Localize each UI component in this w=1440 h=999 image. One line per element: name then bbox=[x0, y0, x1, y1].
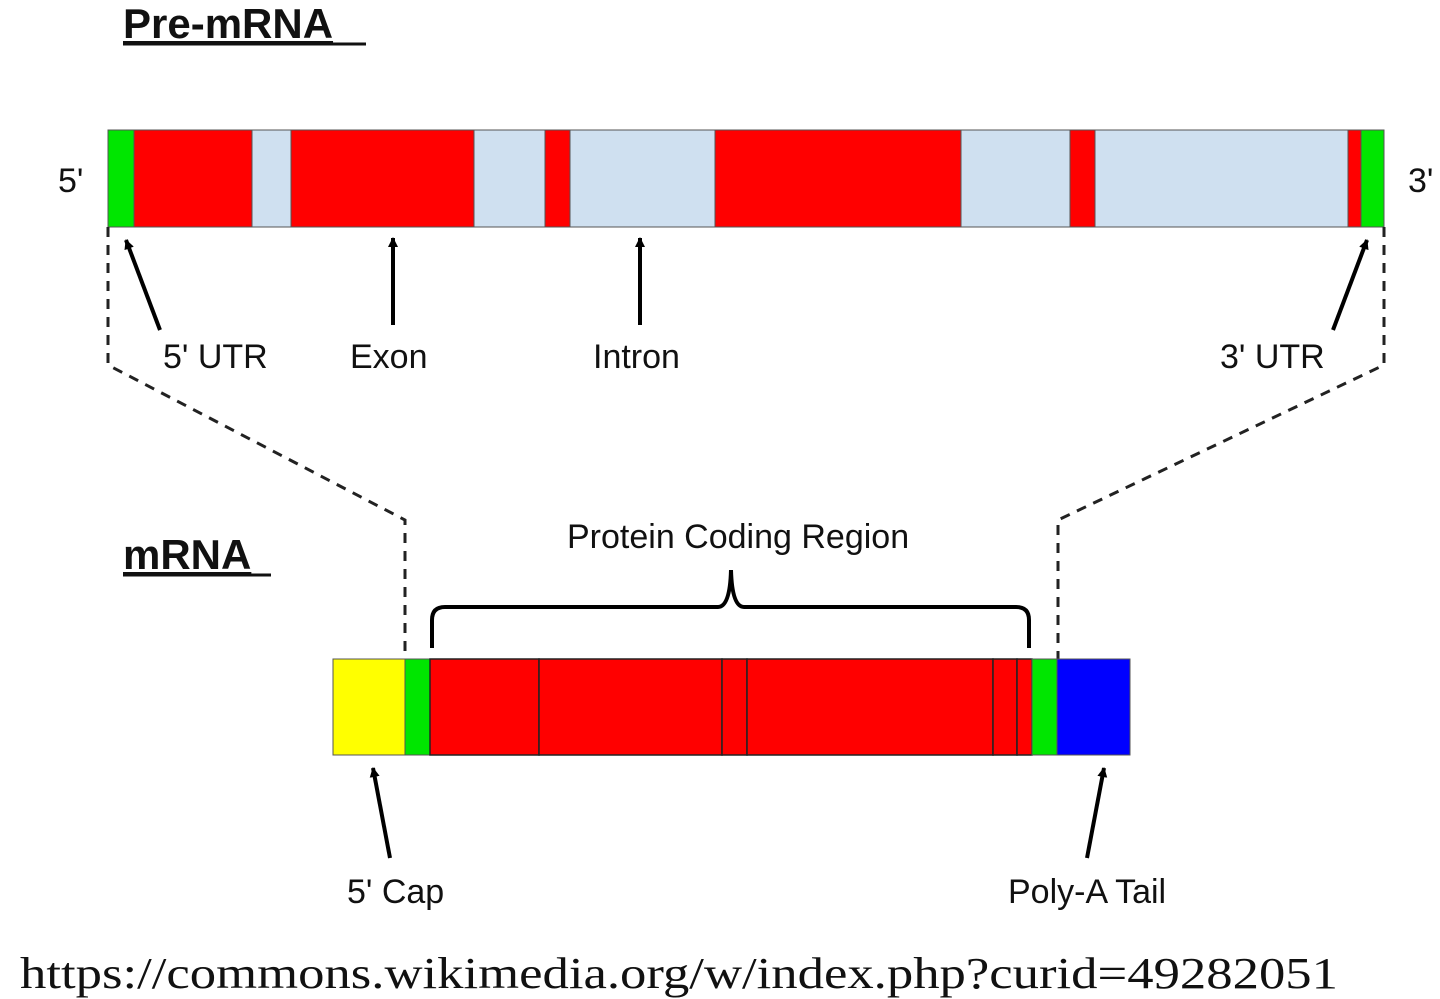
pre-mrna-intron-segment bbox=[960, 129, 1071, 228]
mrna-exon-segment bbox=[1016, 658, 1033, 756]
mrna-exon-segment bbox=[721, 658, 748, 756]
pre-mrna-intron-segment bbox=[251, 129, 292, 228]
mrna-exon-segment bbox=[992, 658, 1018, 756]
pre-mrna-exon-segment bbox=[290, 129, 475, 228]
right-dashed-connector bbox=[1056, 227, 1386, 659]
poly-a-tail-arrow bbox=[1085, 767, 1108, 859]
three-utr-arrow bbox=[1331, 239, 1369, 331]
pre-mrna-exon-segment bbox=[1069, 129, 1096, 228]
mrna-three-utr-segment bbox=[1031, 658, 1058, 756]
protein-coding-region-brace bbox=[430, 569, 1031, 648]
five-cap-label: 5' Cap bbox=[347, 873, 444, 911]
source-url: https://commons.wikimedia.org/w/index.ph… bbox=[20, 949, 1338, 998]
pre-mrna-intron-segment bbox=[473, 129, 546, 228]
pre-mrna-intron-segment bbox=[569, 129, 716, 228]
pre-mrna-five-utr-segment bbox=[107, 129, 135, 228]
intron-label: Intron bbox=[593, 338, 680, 376]
protein-coding-region-label: Protein Coding Region bbox=[567, 518, 909, 556]
five-utr-arrow bbox=[124, 239, 162, 331]
pre-mrna-exon-segment bbox=[544, 129, 571, 228]
pre-mrna-exon-segment bbox=[133, 129, 253, 228]
poly-a-tail-segment bbox=[1056, 658, 1131, 756]
mrna-exon-segment bbox=[538, 658, 723, 756]
three-utr-label: 3' UTR bbox=[1220, 338, 1325, 376]
pre-mrna-exon-segment bbox=[714, 129, 962, 228]
poly-a-tail-label: Poly-A Tail bbox=[1008, 873, 1166, 911]
mrna-title: mRNA bbox=[123, 531, 251, 578]
five-utr-label: 5' UTR bbox=[163, 338, 268, 376]
pre-mrna-title: Pre-mRNA bbox=[123, 0, 333, 47]
mrna-five-utr-segment bbox=[404, 658, 431, 756]
pre-mrna-exon-segment bbox=[1347, 129, 1362, 228]
five-cap-arrow bbox=[369, 767, 392, 859]
pre-mrna-bar bbox=[107, 129, 1385, 228]
pre-mrna-intron-segment bbox=[1094, 129, 1349, 228]
mrna-exon-segment bbox=[429, 658, 540, 756]
mrna-bar bbox=[332, 658, 1131, 756]
five-cap-segment bbox=[332, 658, 406, 756]
mrna-exon-segment bbox=[746, 658, 994, 756]
five-prime-end-label: 5' bbox=[58, 162, 83, 200]
left-dashed-connector bbox=[106, 227, 407, 659]
pre-mrna-three-utr-segment bbox=[1360, 129, 1385, 228]
three-prime-end-label: 3' bbox=[1408, 162, 1433, 200]
exon-label: Exon bbox=[350, 338, 428, 376]
